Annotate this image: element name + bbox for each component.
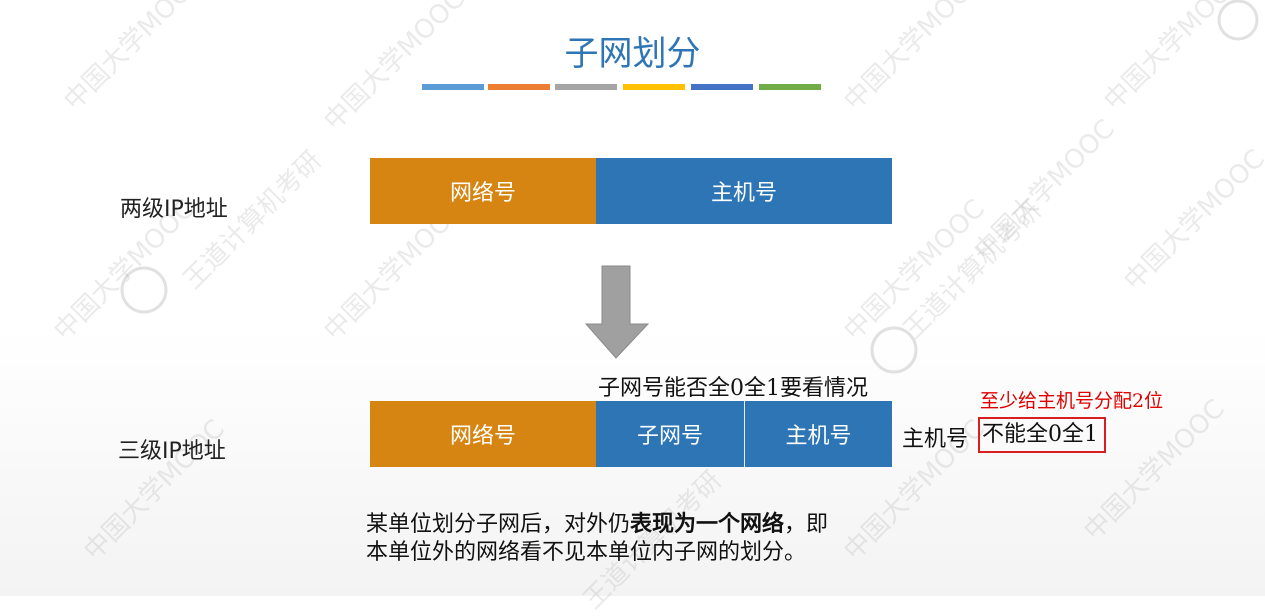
stripe-bar — [691, 84, 753, 90]
logo-badge-icon — [1217, 0, 1259, 41]
stripe-bar — [555, 84, 617, 90]
desc-text: 某单位划分子网后，对外仍 — [366, 512, 631, 537]
desc-text: ，即 — [784, 512, 829, 537]
subnet-label: 子网号 — [636, 424, 703, 449]
watermark-text: 中国大学MOOC — [1078, 394, 1231, 547]
host-label: 主机号 — [710, 181, 777, 206]
subnet-note: 子网号能否全0全1要看情况 — [598, 376, 868, 401]
stripe-bar — [759, 84, 821, 90]
host-note-box: 不能全0全1 — [978, 417, 1106, 453]
two-level-label: 两级IP地址 — [120, 197, 228, 222]
three-level-label: 三级IP地址 — [118, 439, 226, 464]
stripe-bar — [623, 84, 685, 90]
two-level-host-block: 主机号 — [596, 158, 892, 224]
watermark-text: 中国大学MOOC — [1118, 144, 1265, 297]
three-level-subnet-block: 子网号 — [596, 401, 744, 467]
host-note-prefix: 主机号 — [902, 427, 969, 452]
description-line-1: 某单位划分子网后，对外仍表现为一个网络，即 — [366, 506, 828, 538]
network-label: 网络号 — [449, 424, 516, 449]
three-level-network-block: 网络号 — [370, 401, 596, 467]
logo-badge-icon — [120, 266, 168, 314]
page-title: 子网划分 — [564, 34, 701, 74]
two-level-network-block: 网络号 — [370, 158, 596, 224]
watermark-text: 中国大学MOOC — [968, 114, 1121, 267]
desc-emphasis: 表现为一个网络 — [630, 511, 785, 537]
down-arrow-icon — [584, 265, 650, 359]
three-level-host-block: 主机号 — [744, 401, 892, 467]
network-label: 网络号 — [449, 181, 516, 206]
host-label: 主机号 — [785, 424, 852, 449]
description-line-2: 本单位外的网络看不见本单位内子网的划分。 — [366, 540, 807, 565]
stripe-bar — [488, 84, 550, 90]
host-bits-note: 至少给主机号分配2位 — [980, 390, 1164, 412]
logo-badge-icon — [870, 326, 918, 374]
stripe-bar — [422, 84, 484, 90]
